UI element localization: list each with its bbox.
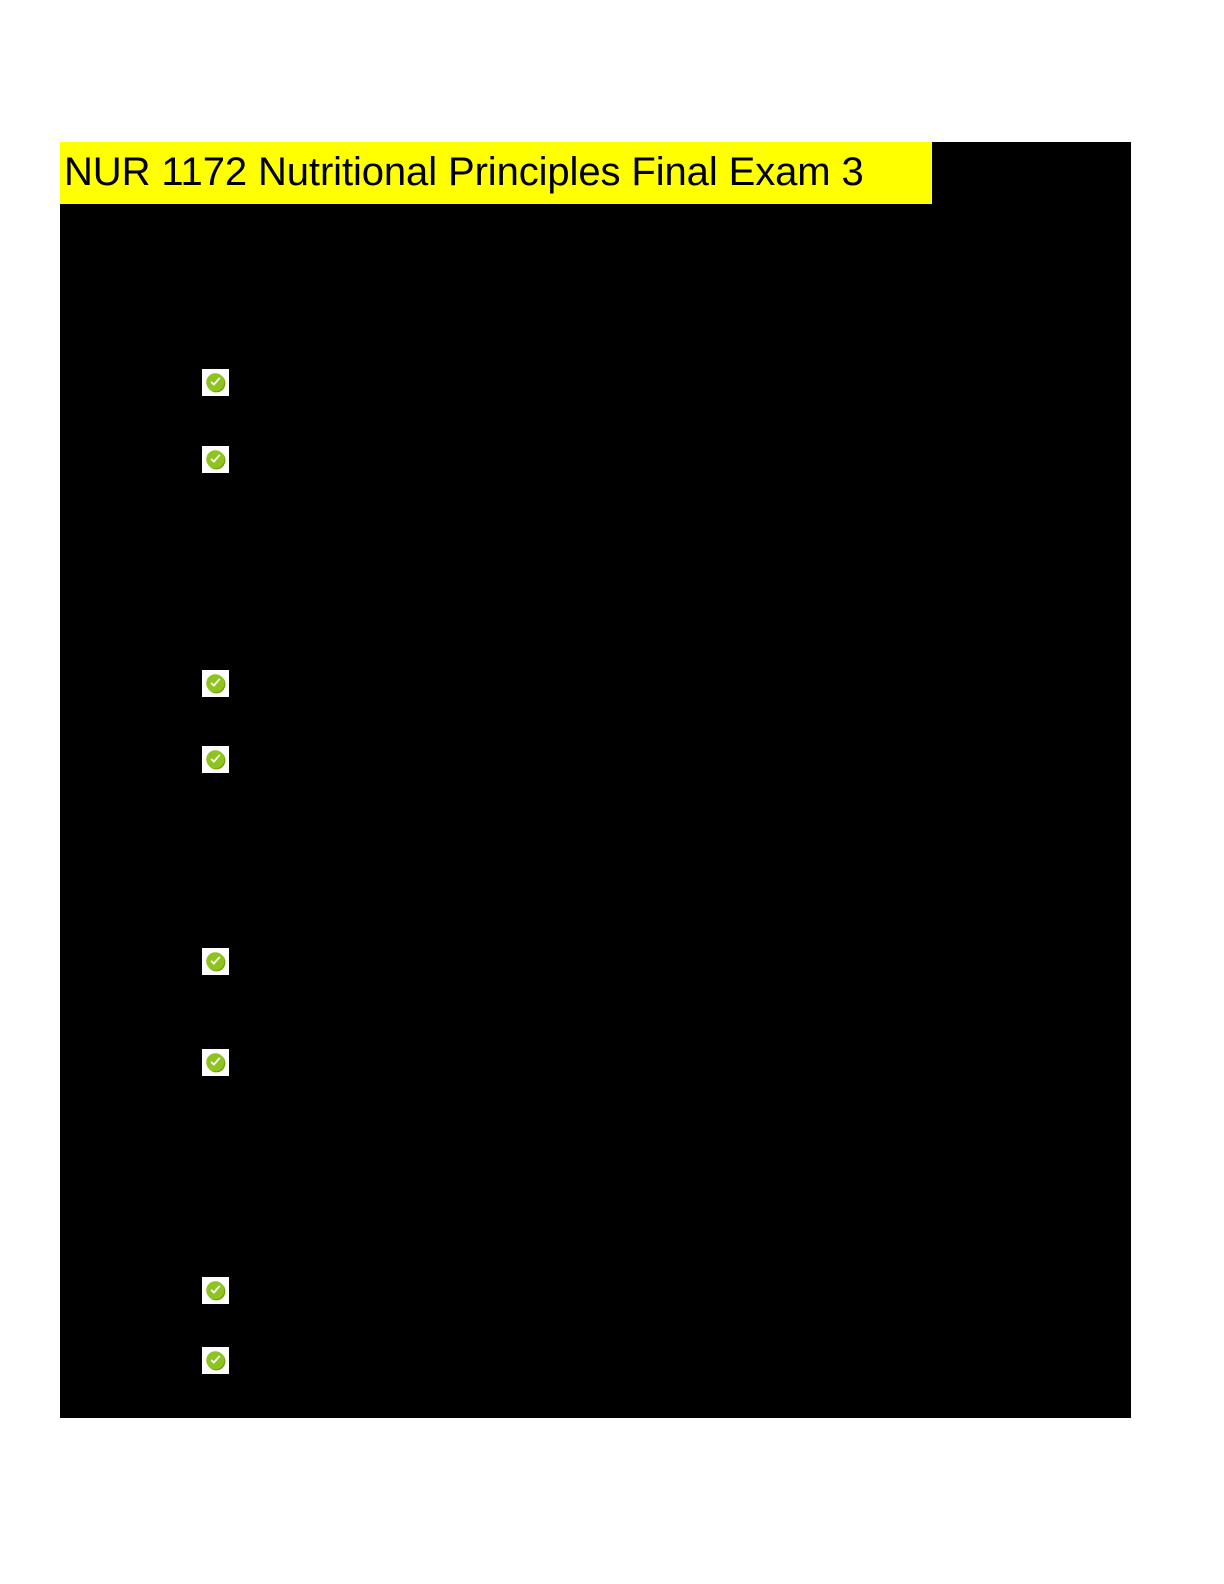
- check-circle-icon: [206, 373, 226, 393]
- check-icon-2: [202, 446, 229, 473]
- check-icon-4: [202, 746, 229, 773]
- check-icon-1: [202, 369, 229, 396]
- check-icon-5: [202, 948, 229, 975]
- check-circle-icon: [206, 1281, 226, 1301]
- page-title: NUR 1172 Nutritional Principles Final Ex…: [64, 150, 864, 194]
- redacted-content-block: [60, 142, 1131, 1418]
- check-circle-icon: [206, 674, 226, 694]
- check-icon-8: [202, 1347, 229, 1374]
- check-icon-7: [202, 1277, 229, 1304]
- check-icon-3: [202, 670, 229, 697]
- check-circle-icon: [206, 450, 226, 470]
- check-icon-6: [202, 1049, 229, 1076]
- check-circle-icon: [206, 1053, 226, 1073]
- check-circle-icon: [206, 1351, 226, 1371]
- check-circle-icon: [206, 750, 226, 770]
- check-circle-icon: [206, 952, 226, 972]
- highlighted-title-bar: NUR 1172 Nutritional Principles Final Ex…: [60, 142, 932, 204]
